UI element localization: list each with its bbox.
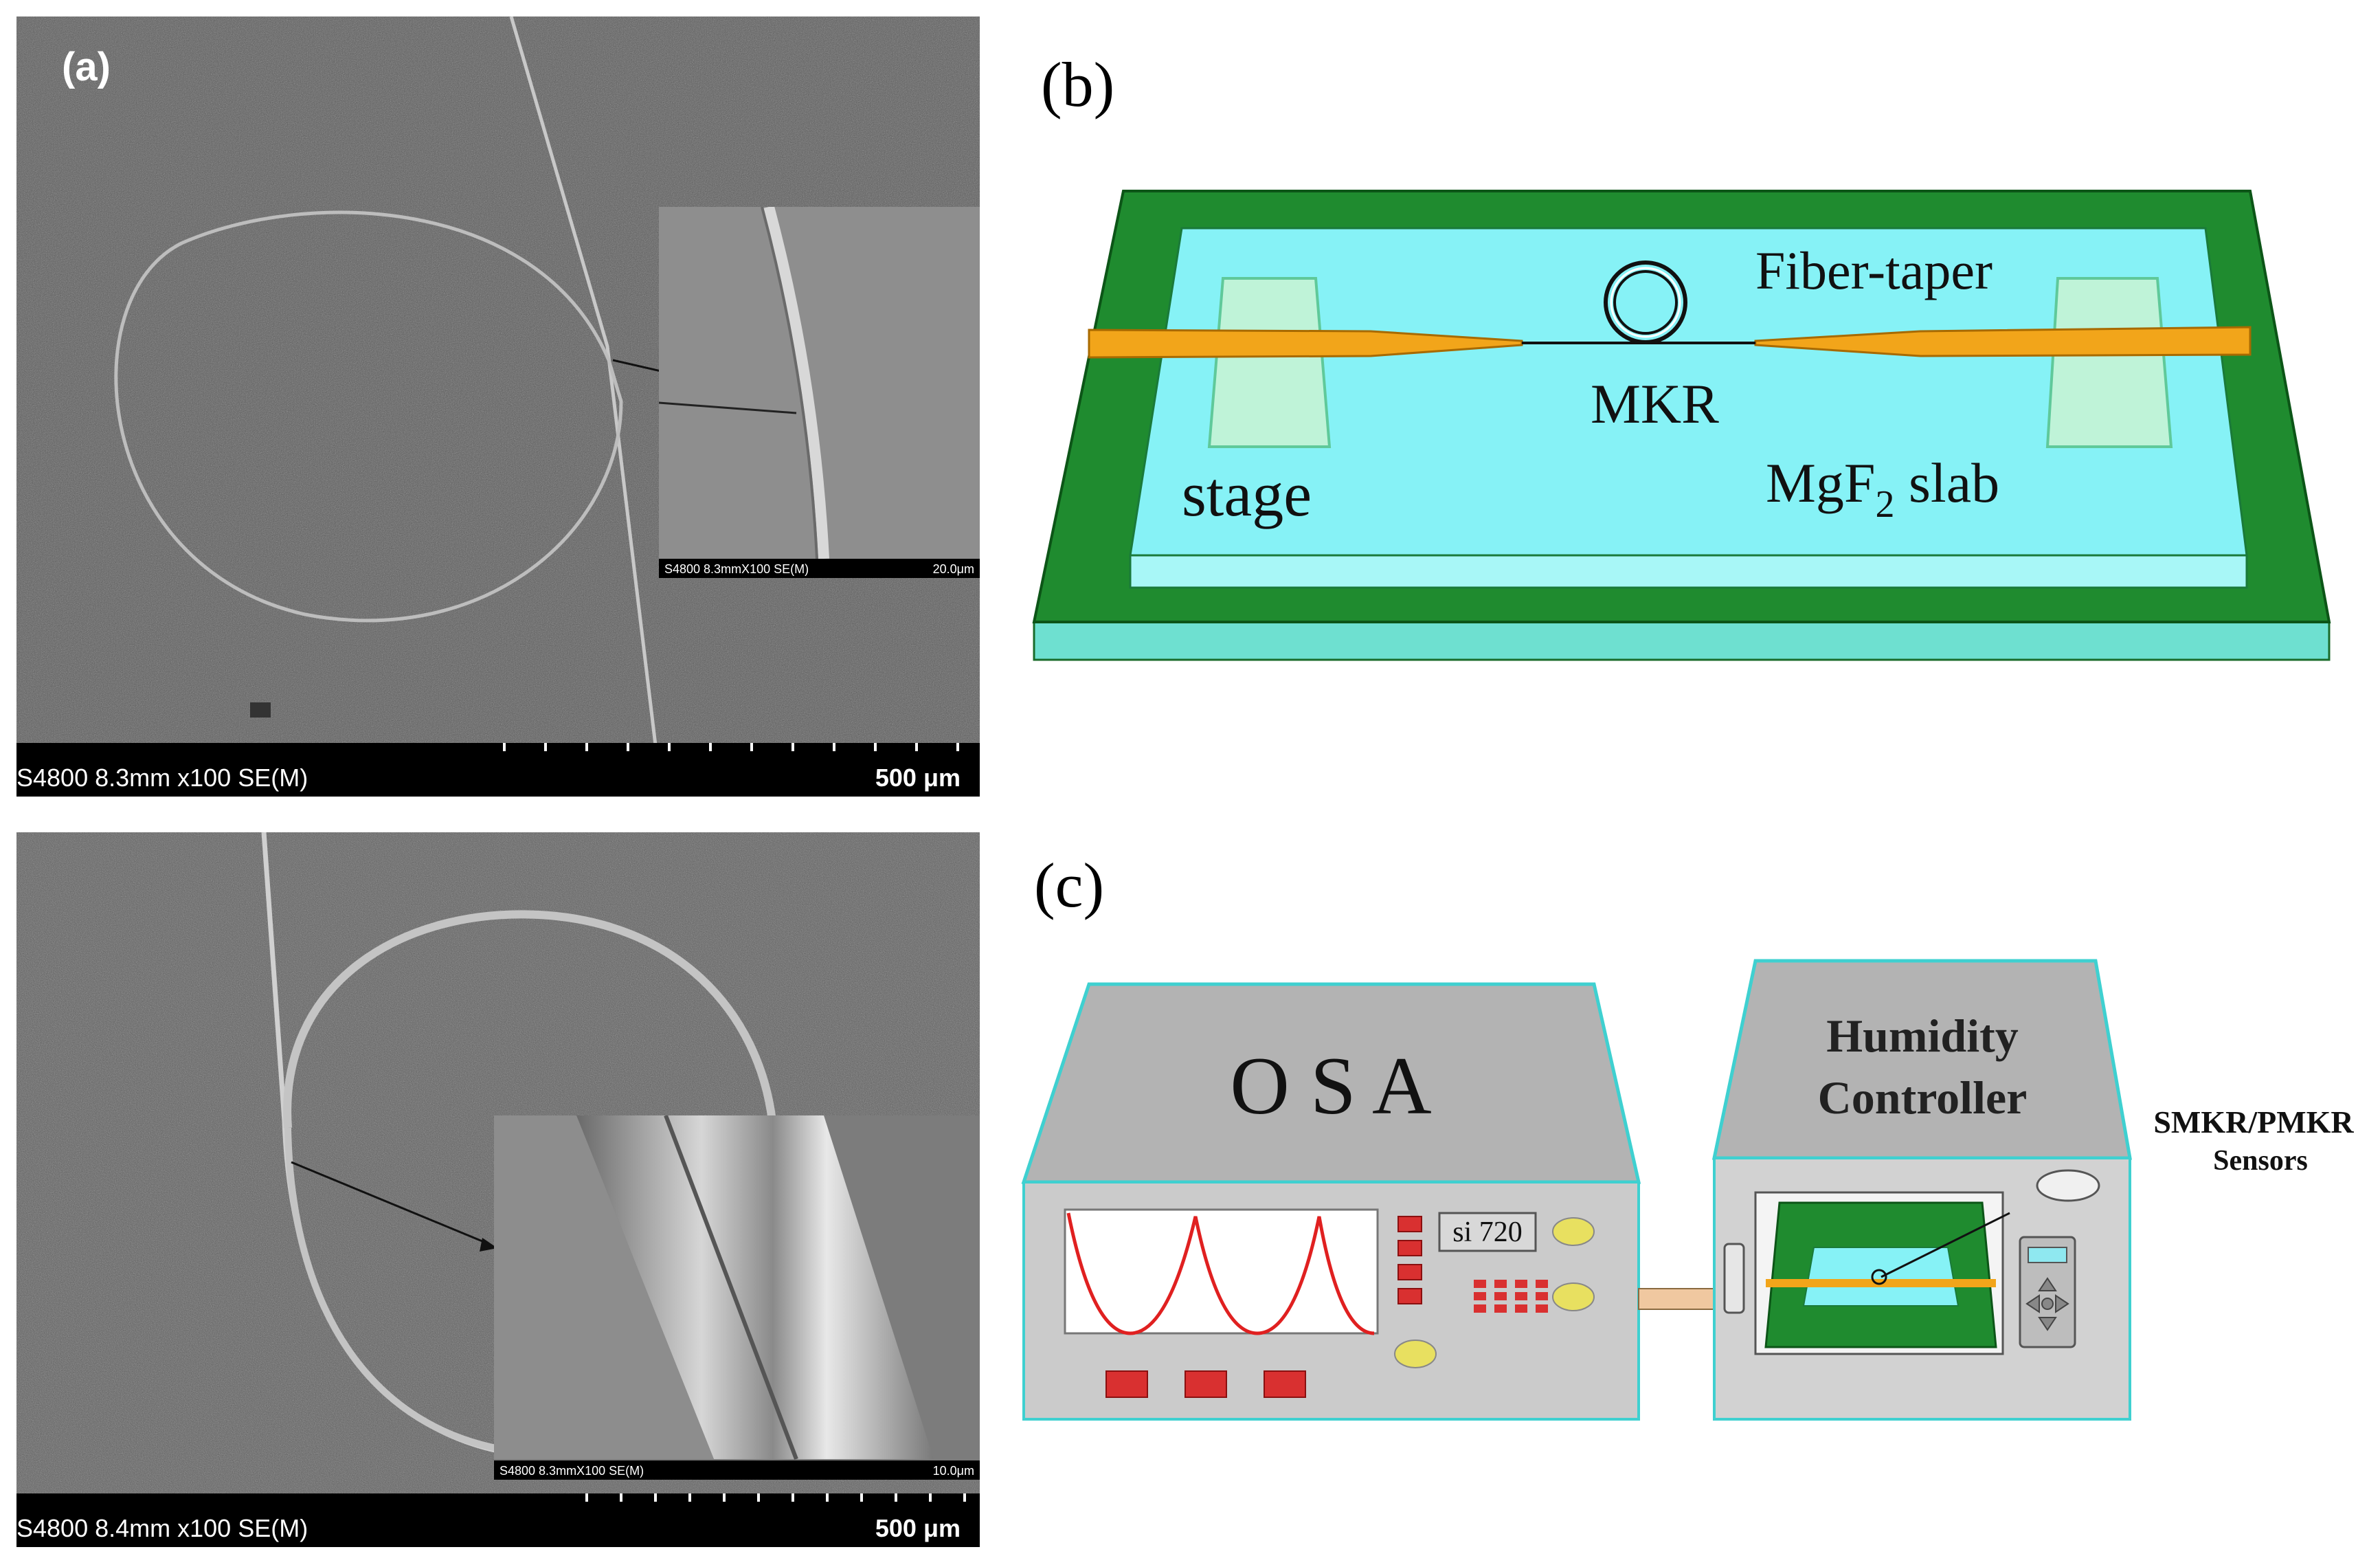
inset-top-scale: 20.0μm [933,562,974,577]
panel-c-label: (c) [1034,849,1104,922]
mkr-label: MKR [1591,373,1719,435]
measurement-setup: O S A si 720 Humidity Controller [1017,948,2380,1423]
inset-bottom-infobar: S4800 8.3mmX100 SE(M) 10.0μm [494,1460,980,1480]
osa-bottom-buttons [1106,1371,1305,1397]
sem-bottom-scale: 500 μm [875,1514,961,1543]
sem-top-info: S4800 8.3mm x100 SE(M) [16,764,308,792]
humidity-label-1: Humidity [1826,1010,2019,1062]
slab-label-main: MgF [1766,452,1876,514]
chamber-slab [1804,1247,1958,1306]
panel-a-label: (a) [62,44,111,90]
controller-badge [2037,1170,2099,1201]
connecting-fiber [1639,1289,1714,1309]
sem-image-top: S4800 8.3mmX100 SE(M) 20.0μm S4800 8.3mm… [16,16,980,797]
panel-b-label: (b) [1041,48,1114,121]
slab-edge [1130,555,2247,588]
slab-label-sub: 2 [1876,483,1895,526]
inset-top-info: S4800 8.3mmX100 SE(M) [664,562,809,577]
fiber-taper-label: Fiber-taper [1755,241,1992,300]
stage-right [2047,278,2171,447]
sem-bottom-infobar: S4800 8.4mm x100 SE(M) 500 μm [16,1493,980,1547]
osa-knob [1553,1283,1594,1311]
sensors-label-1: SMKR/PMKR [2153,1104,2354,1140]
door-handle [1725,1244,1744,1313]
stage-left [1209,278,1329,447]
sem-inset-bottom: S4800 8.3mmX100 SE(M) 10.0μm [494,1115,980,1480]
inset-top-infobar: S4800 8.3mmX100 SE(M) 20.0μm [659,559,980,578]
sem-inset-top: S4800 8.3mmX100 SE(M) 20.0μm [659,207,980,578]
sem-top-scale: 500 μm [875,764,961,792]
sensors-label-2: Sensors [2213,1145,2308,1177]
base-side [1034,622,2329,660]
inset-bottom-scale: 10.0μm [933,1464,974,1478]
sem-image-bottom: S4800 8.3mmX100 SE(M) 10.0μm S4800 8.4mm… [16,832,980,1547]
osa-display-text: si 720 [1452,1216,1523,1248]
stage-label: stage [1182,459,1312,529]
inset-bottom-info: S4800 8.3mmX100 SE(M) [499,1464,644,1478]
humidity-label-2: Controller [1818,1071,2028,1124]
osa-knob [1395,1340,1436,1368]
slab-label-suffix: slab [1895,452,2000,514]
sem-bottom-info: S4800 8.4mm x100 SE(M) [16,1514,308,1543]
osa-label: O S A [1230,1040,1431,1131]
mkr-schematic: Fiber-taper MKR stage MgF2 slab [1027,172,2346,667]
sem-top-infobar: S4800 8.3mm x100 SE(M) 500 μm [16,743,980,797]
osa-knob [1553,1218,1594,1245]
